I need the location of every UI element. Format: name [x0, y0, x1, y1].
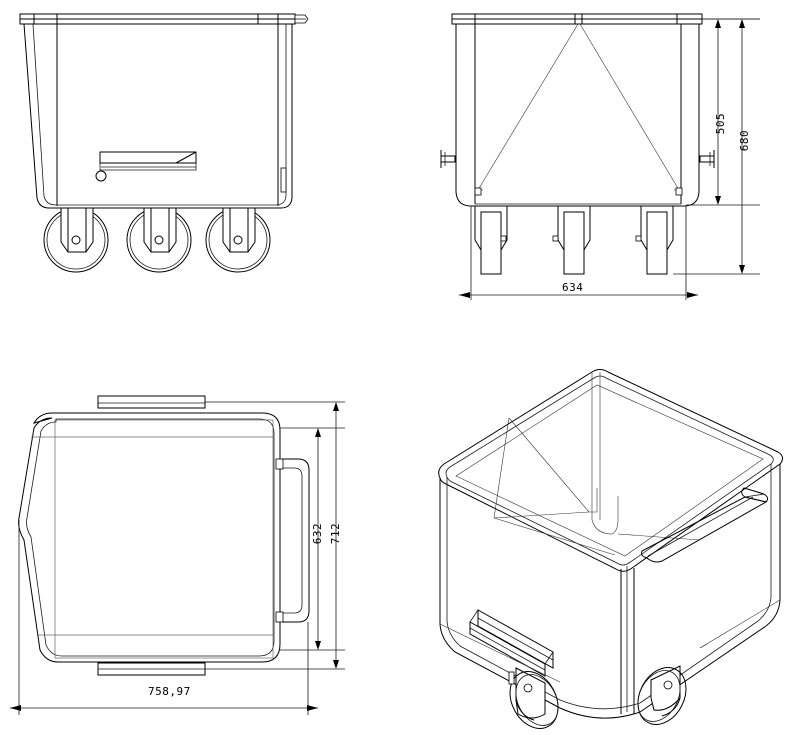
side-lug [699, 150, 715, 168]
dimension-680 [673, 18, 760, 275]
container-body [23, 23, 293, 209]
dimension-505-label: 505 [714, 112, 728, 135]
dimension-712 [205, 401, 345, 670]
open-top [438, 369, 784, 572]
top-rim [451, 13, 703, 25]
dimension-680-label: 680 [738, 129, 752, 152]
inner-rim [31, 419, 274, 659]
container-walls [439, 464, 781, 719]
lower-bracket [97, 662, 206, 676]
top-rim [19, 13, 296, 25]
container-body [455, 24, 700, 207]
isometric-view [438, 369, 784, 729]
body-seams [439, 599, 781, 683]
caster-wheel [552, 205, 591, 275]
caster-wheel [126, 207, 192, 273]
rail-handle [641, 487, 769, 563]
grab-handle [275, 458, 310, 623]
dimension-634 [459, 206, 698, 300]
handle-bar [95, 151, 197, 182]
foot-bar [469, 609, 554, 677]
dimension-712-label: 712 [329, 522, 343, 545]
front-elevation-view [19, 13, 309, 273]
plan-view [10, 395, 345, 715]
caster-wheel [635, 205, 674, 275]
dimension-634-label: 634 [562, 281, 584, 294]
upper-bracket [97, 395, 206, 409]
dimension-758-97-label: 758,97 [148, 685, 191, 698]
caster-wheel [205, 207, 271, 273]
dimension-632-label: 632 [311, 522, 325, 545]
caster-wheel [43, 207, 109, 273]
side-lug [440, 150, 456, 168]
caster-wheel [474, 205, 508, 275]
dimension-632 [280, 427, 345, 651]
internal-funnel [493, 372, 701, 556]
tapered-wall [18, 412, 281, 663]
caster-wheel [637, 665, 687, 725]
side-elevation-view [440, 13, 760, 300]
pour-spout-tab [294, 14, 309, 24]
dimension-758-97 [10, 520, 318, 715]
caster-wheel [508, 667, 559, 729]
funnel-taper [474, 23, 683, 196]
